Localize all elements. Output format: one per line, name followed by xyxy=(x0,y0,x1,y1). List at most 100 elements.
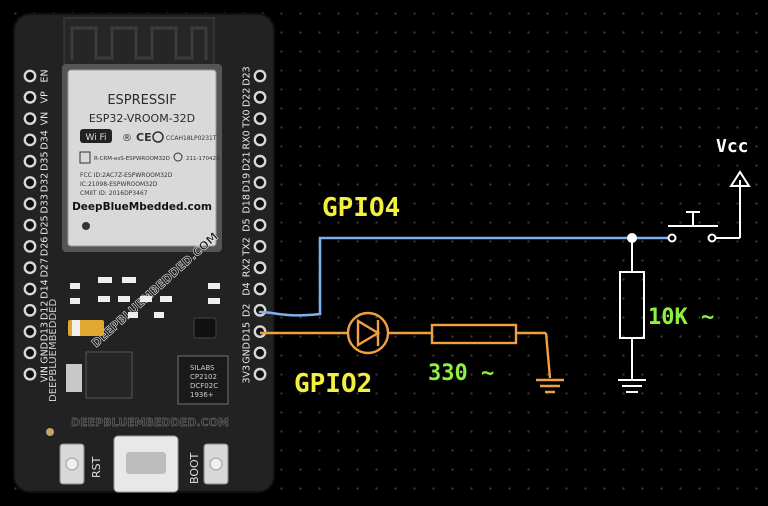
regulator-chip xyxy=(193,317,217,339)
pin-pad-left-12 xyxy=(23,325,37,338)
pin-pad-left-4 xyxy=(23,154,37,168)
pin-label-left-14: VIN xyxy=(40,366,51,382)
pin-pad-left-14 xyxy=(23,367,37,381)
module-shield xyxy=(67,69,217,247)
pin-pad-left-13 xyxy=(23,346,37,360)
gpio2-label: GPIO2 xyxy=(294,369,372,399)
pin-pad-right-3 xyxy=(253,133,267,147)
schematic: GPIO4 Vcc 10K ~ xyxy=(258,136,751,399)
pin-label-right-7: D5 xyxy=(242,218,253,231)
pin-pad-left-2 xyxy=(23,112,37,126)
gpio2-led-branch xyxy=(260,311,564,394)
pin-label-left-1: VP xyxy=(40,91,51,103)
pin-pad-left-11 xyxy=(23,303,37,317)
pin-label-left-10: D14 xyxy=(40,279,51,298)
pin-pad-right-7 xyxy=(253,218,267,232)
chip-line-4: 1936+ xyxy=(190,391,214,399)
pin-label-right-3: RX0 xyxy=(242,130,253,149)
pin-pad-right-4 xyxy=(253,154,267,168)
antenna-trace xyxy=(70,26,208,60)
wifi-logo: Wi Fi xyxy=(85,133,106,143)
pin-pad-right-1 xyxy=(253,90,267,104)
pin-pad-left-1 xyxy=(23,90,37,104)
pin-pad-right-14 xyxy=(253,367,267,381)
pin-label-left-13: GND xyxy=(40,342,51,364)
pin-label-left-4: D35 xyxy=(40,151,51,170)
gpio4-wire xyxy=(258,236,670,317)
vertical-watermark: DEEPBLUEMBEDDED xyxy=(48,299,59,402)
pin-label-left-5: D32 xyxy=(40,173,51,192)
pin-pad-left-5 xyxy=(23,176,37,189)
module-website: DeepBlueMbedded.com xyxy=(72,201,212,213)
cert-text-2: R-CRM-esS-ESPWROOM32D xyxy=(94,156,170,162)
pin-pad-right-10 xyxy=(253,282,267,296)
pin-label-right-13: GND xyxy=(242,342,253,364)
push-button-switch xyxy=(667,170,751,243)
pin-pad-right-0 xyxy=(253,69,267,83)
chip-line-3: DCF02C xyxy=(190,382,218,390)
module-model: ESP32-VROOM-32D xyxy=(89,112,195,125)
cert-circle-2-icon xyxy=(173,152,183,162)
wifi-logo-box xyxy=(80,129,112,143)
pin-label-right-10: D4 xyxy=(242,282,253,295)
led-indicator xyxy=(46,428,54,436)
pin-label-left-6: D33 xyxy=(40,194,51,213)
vcc-label: Vcc xyxy=(716,136,749,157)
registered-mark-icon: ® xyxy=(122,133,132,144)
resistor-10k-label: 10K ~ xyxy=(648,305,714,330)
pin-label-left-3: D34 xyxy=(40,130,51,149)
usb-uart-chip: SILABS CP2102 DCF02C 1936+ xyxy=(177,355,229,405)
pin1-dot xyxy=(82,222,90,230)
pin-pad-right-11 xyxy=(253,303,267,317)
pin-pad-right-9 xyxy=(253,261,267,275)
pin-label-left-12: D13 xyxy=(40,322,51,341)
pin-pad-right-5 xyxy=(253,176,267,189)
cert-text-3: 211-170422 xyxy=(186,156,219,162)
cmiit-line: CMIIT ID: 2016DP3467 xyxy=(80,190,148,197)
header-pins: ENVPVND34D35D32D33D25D26D27D14D12D13GNDV… xyxy=(23,66,267,384)
pin-pad-right-12 xyxy=(253,325,267,338)
pin-pad-left-8 xyxy=(23,239,37,253)
pin-label-left-9: D27 xyxy=(40,258,51,277)
pin-pad-left-0 xyxy=(23,69,37,83)
fcc-line: FCC ID:2AC7Z-ESPWROOM32D xyxy=(80,172,173,179)
module-brand: ESPRESSIF xyxy=(107,93,176,108)
pin-pad-left-3 xyxy=(23,133,37,147)
pin-label-right-2: TX0 xyxy=(242,109,253,128)
cert-text-1: CCAH18LP0231T xyxy=(166,135,217,142)
rst-label: RST xyxy=(90,456,103,478)
pin-pad-right-13 xyxy=(253,346,267,360)
pin-label-left-11: D12 xyxy=(40,301,51,320)
pin-label-left-7: D25 xyxy=(40,215,51,234)
pin-pad-left-9 xyxy=(23,261,37,275)
kc-mark-icon xyxy=(79,151,91,164)
pin-label-right-0: D23 xyxy=(242,66,253,85)
pulldown-resistor xyxy=(618,233,646,393)
pin-pad-left-6 xyxy=(23,197,37,211)
pin-label-left-0: EN xyxy=(40,69,51,82)
pin-label-right-14: 3V3 xyxy=(242,365,253,384)
pin-label-left-8: D26 xyxy=(40,237,51,256)
smd-components xyxy=(66,277,220,399)
chip-line-1: SILABS xyxy=(190,364,215,372)
cert-circle-icon xyxy=(152,131,164,143)
pin-pad-left-7 xyxy=(23,218,37,232)
pin-label-right-5: D19 xyxy=(242,173,253,192)
pin-pad-right-2 xyxy=(253,112,267,126)
ldo-regulator xyxy=(85,351,133,399)
pin-label-left-2: VN xyxy=(40,112,51,126)
pin-pad-right-6 xyxy=(253,197,267,211)
ce-mark-icon: CE xyxy=(136,131,152,144)
pin-label-right-12: D15 xyxy=(242,322,253,341)
resistor-330-label: 330 ~ xyxy=(428,361,494,386)
pin-label-right-1: D22 xyxy=(242,88,253,107)
sot-component xyxy=(66,364,82,392)
pin-label-right-6: D18 xyxy=(242,194,253,213)
esp32-devkit-board: ESPRESSIF ESP32-VROOM-32D Wi Fi ® CE CCA… xyxy=(13,13,275,493)
pin-label-right-4: D21 xyxy=(242,151,253,170)
pin-label-right-11: D2 xyxy=(242,304,253,317)
chip-line-2: CP2102 xyxy=(190,373,217,381)
pin-pad-left-10 xyxy=(23,282,37,296)
